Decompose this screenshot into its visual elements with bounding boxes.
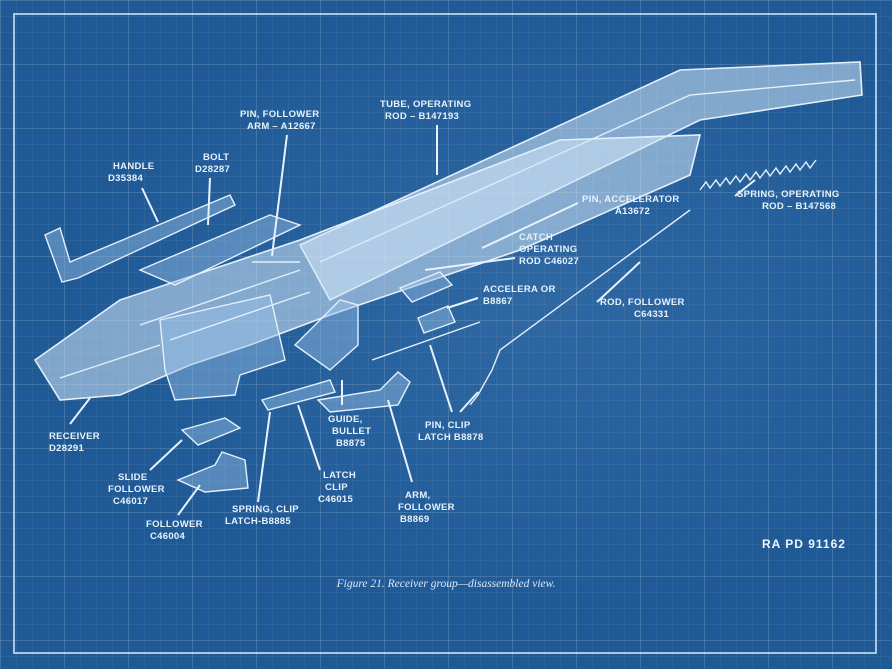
leader-handle — [141, 187, 159, 223]
label-accelerator: ACCELERA OR B8867 — [483, 284, 559, 307]
operating-rod-catch — [398, 271, 454, 303]
leader-accelerator — [446, 297, 479, 309]
operating-rod-spring — [699, 159, 817, 191]
leader-pin-follower-arm — [271, 134, 288, 257]
receiver-body — [33, 134, 702, 401]
drawing-reference-number: RA PD 91162 — [762, 537, 846, 551]
label-spring-operating-rod: SPRING, OPERATING ROD – B147568 — [737, 189, 843, 212]
label-arm-follower: ARM, FOLLOWER B8869 — [398, 490, 458, 525]
bullet-guide — [293, 299, 359, 371]
receiver-lower-block — [159, 294, 286, 401]
label-tube-operating-rod: TUBE, OPERATING ROD – B147193 — [380, 99, 474, 122]
label-handle: HANDLE D35384 — [108, 161, 157, 184]
figure-caption: Figure 21. Receiver group—disassembled v… — [336, 578, 556, 590]
leader-arm-follower — [387, 399, 413, 483]
part-labels: HANDLE D35384 BOLT D28287 PIN, FOLLOWER … — [49, 99, 843, 542]
leader-lines — [69, 125, 756, 516]
label-rod-follower: ROD, FOLLOWER C64331 — [600, 297, 688, 320]
leader-spring-clip-latch — [257, 411, 271, 503]
leader-rod-follower — [596, 261, 641, 303]
leader-pin-clip-latch-2 — [459, 391, 479, 413]
parts — [33, 61, 863, 493]
leader-catch — [424, 257, 516, 271]
leader-spring — [734, 179, 756, 197]
label-pin-follower-arm: PIN, FOLLOWER ARM – A12667 — [240, 109, 322, 132]
label-pin-accelerator: PIN, ACCELERATOR A13672 — [582, 194, 682, 217]
label-follower: FOLLOWER C46004 — [146, 519, 206, 542]
label-slide-follower: SLIDE FOLLOWER C46017 — [108, 472, 168, 507]
label-latch-clip: LATCH CLIP C46015 — [318, 470, 359, 505]
handle — [44, 194, 236, 283]
label-bolt: BOLT D28287 — [195, 152, 232, 175]
leader-pin-accelerator — [481, 202, 579, 249]
label-receiver: RECEIVER D28291 — [49, 431, 103, 454]
accelerator — [417, 305, 456, 334]
label-pin-clip-latch: PIN, CLIP LATCH B8878 — [418, 420, 483, 443]
label-guide-bullet: GUIDE, BULLET B8875 — [328, 414, 374, 449]
leader-follower — [177, 484, 201, 516]
clip-latch — [260, 379, 336, 411]
leader-latch-clip — [297, 404, 321, 471]
clip-latch-pin — [371, 321, 481, 361]
leader-receiver — [69, 397, 91, 425]
label-catch-operating-rod: CATCH OPERATING ROD C46027 — [519, 232, 580, 267]
leader-bolt — [207, 177, 211, 226]
receiver-detail-lines — [59, 269, 311, 379]
follower-rod — [469, 209, 691, 406]
bolt — [138, 214, 302, 286]
leader-pin-clip-latch — [429, 344, 453, 413]
leader-slide-follower — [149, 439, 183, 471]
border-frame — [13, 13, 877, 654]
slide-follower — [180, 417, 242, 446]
follower — [176, 451, 249, 493]
label-spring-clip-latch: SPRING, CLIP LATCH-B8885 — [225, 504, 302, 527]
